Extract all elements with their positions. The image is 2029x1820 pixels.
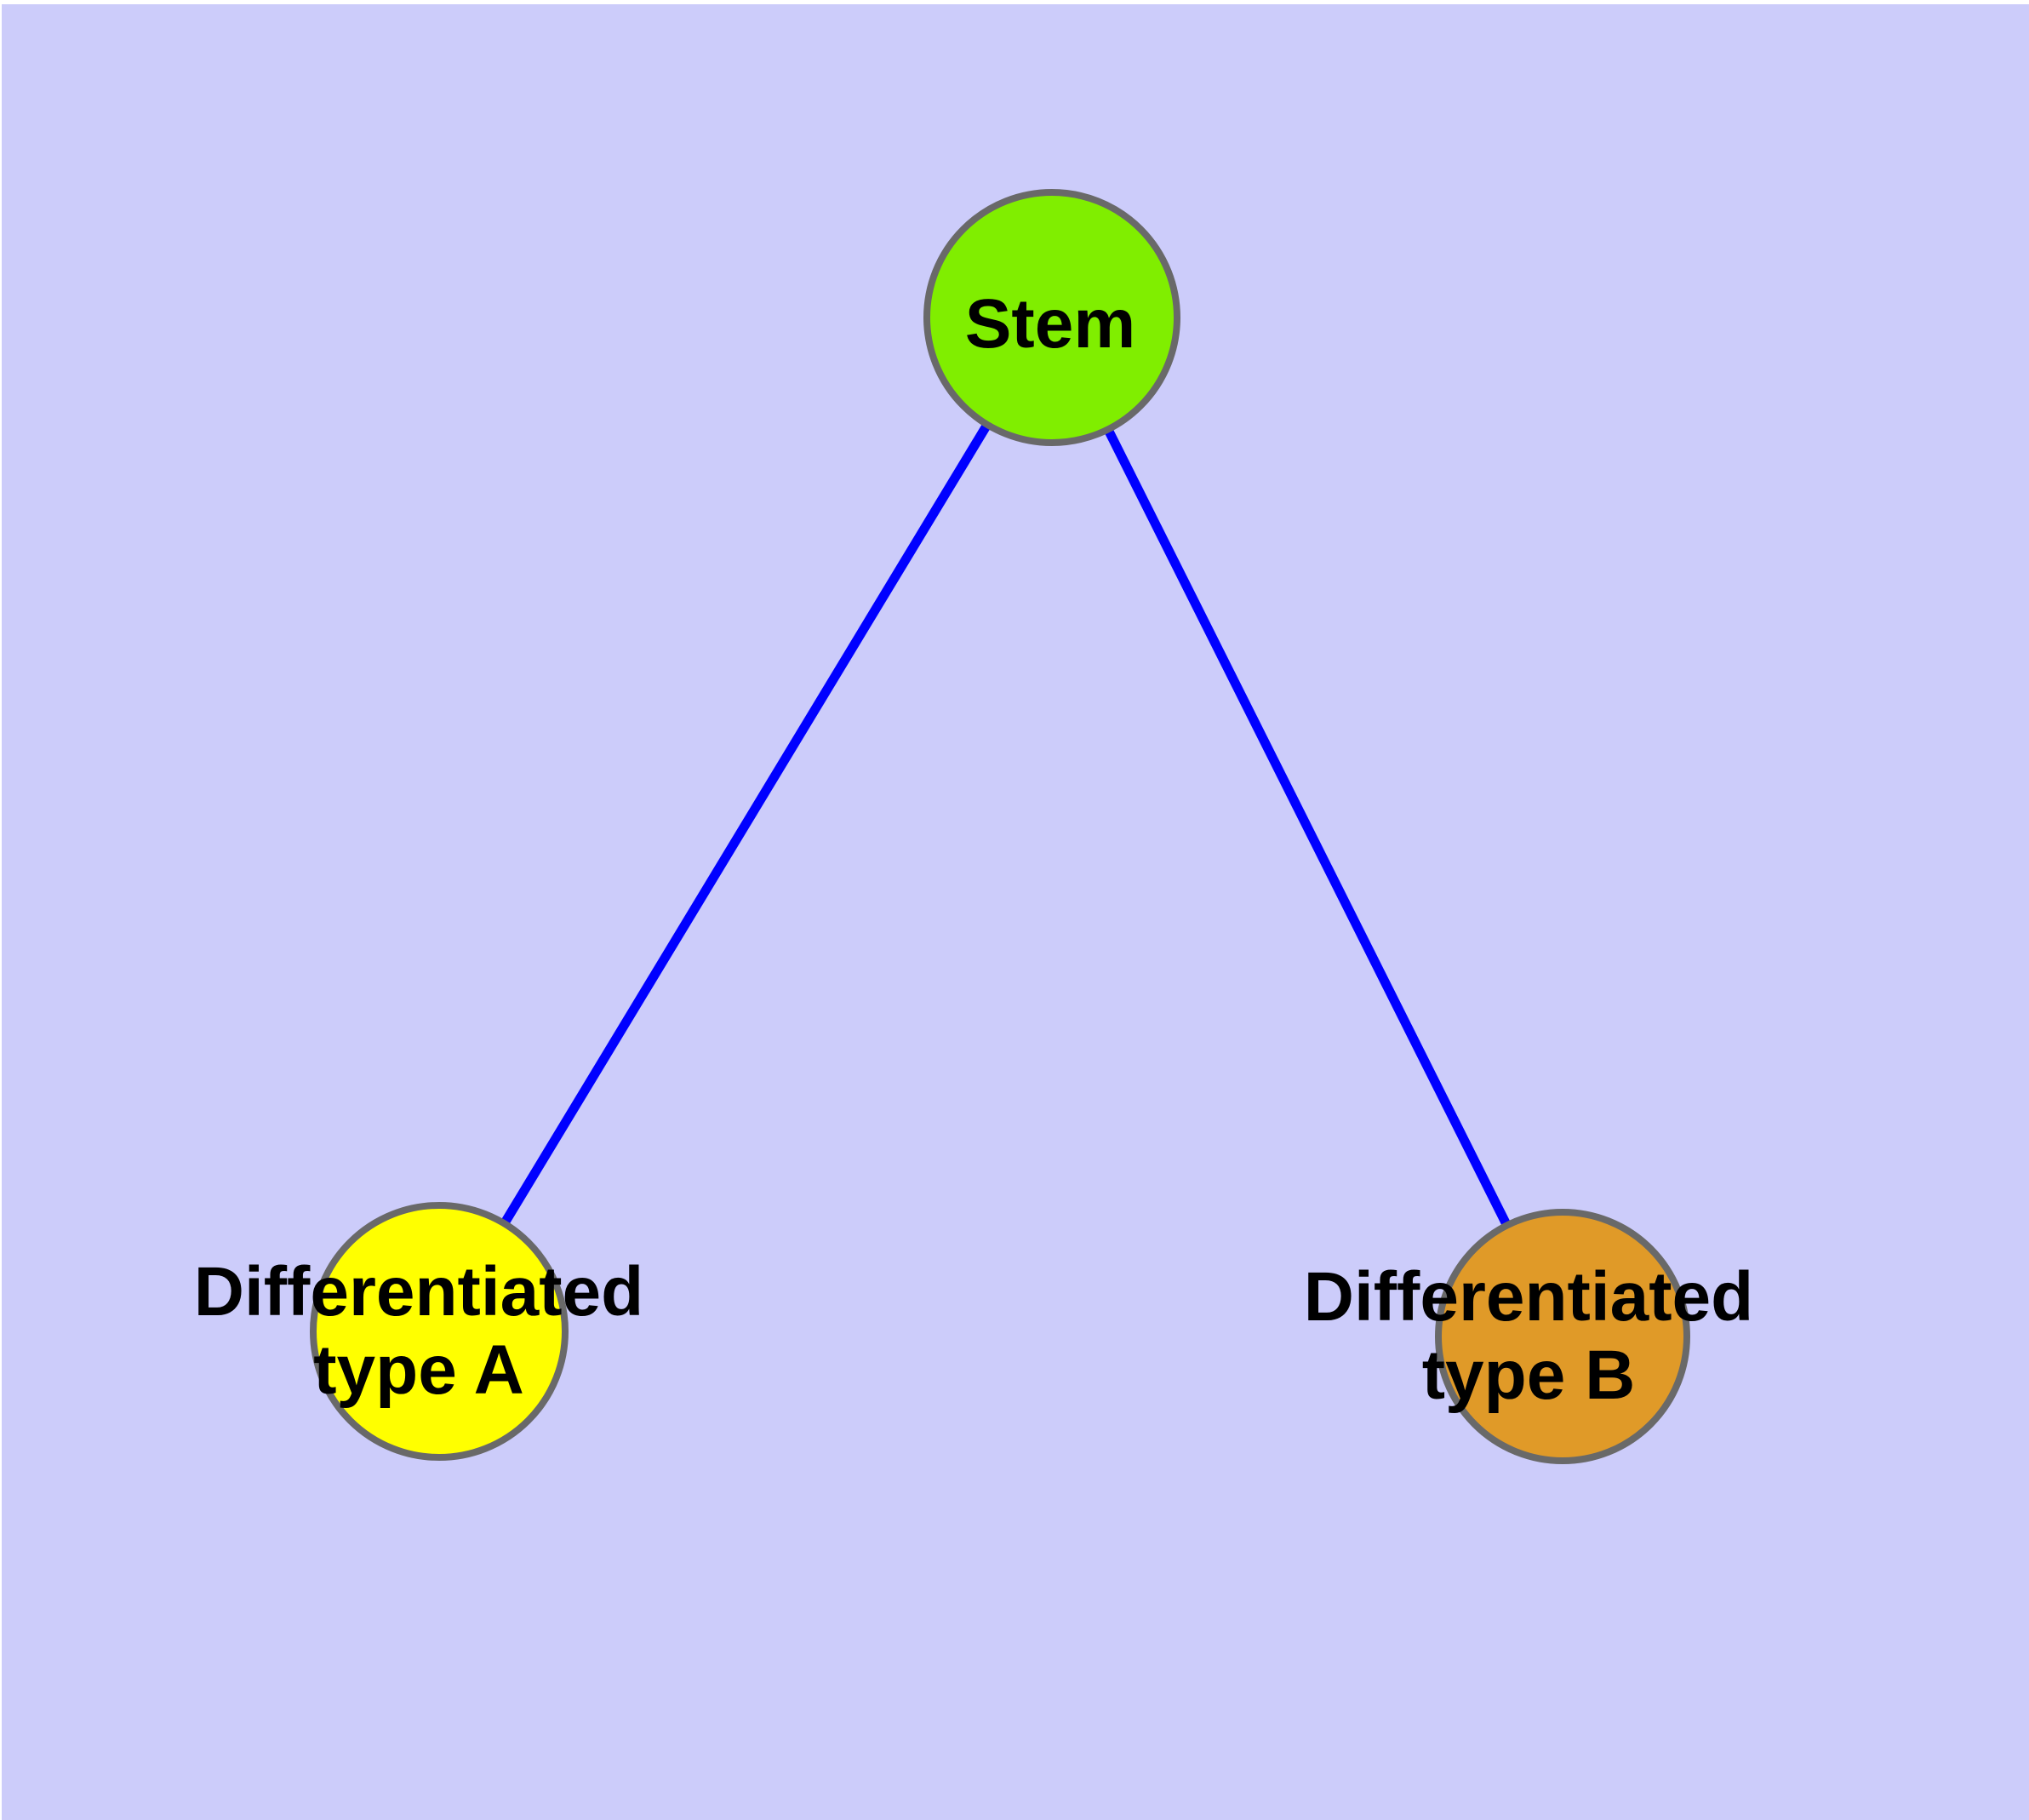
node-label-stem: Stem <box>965 285 1136 363</box>
edges-layer <box>500 423 1511 1227</box>
nodes-layer <box>310 189 1690 1464</box>
node-label-line: type A <box>313 1331 524 1409</box>
node-label-line: Differentiated <box>194 1253 644 1331</box>
node-label-line: Differentiated <box>1304 1258 1754 1336</box>
edge-stem-diff-a[interactable] <box>500 423 991 1225</box>
node-stem[interactable] <box>923 189 1180 446</box>
node-diff_b[interactable] <box>1435 1209 1690 1464</box>
node-label-line: Stem <box>965 285 1136 363</box>
node-label-line: type B <box>1422 1336 1636 1414</box>
node-diff_a[interactable] <box>310 1202 569 1461</box>
edge-stem-diff-b[interactable] <box>1104 428 1511 1227</box>
